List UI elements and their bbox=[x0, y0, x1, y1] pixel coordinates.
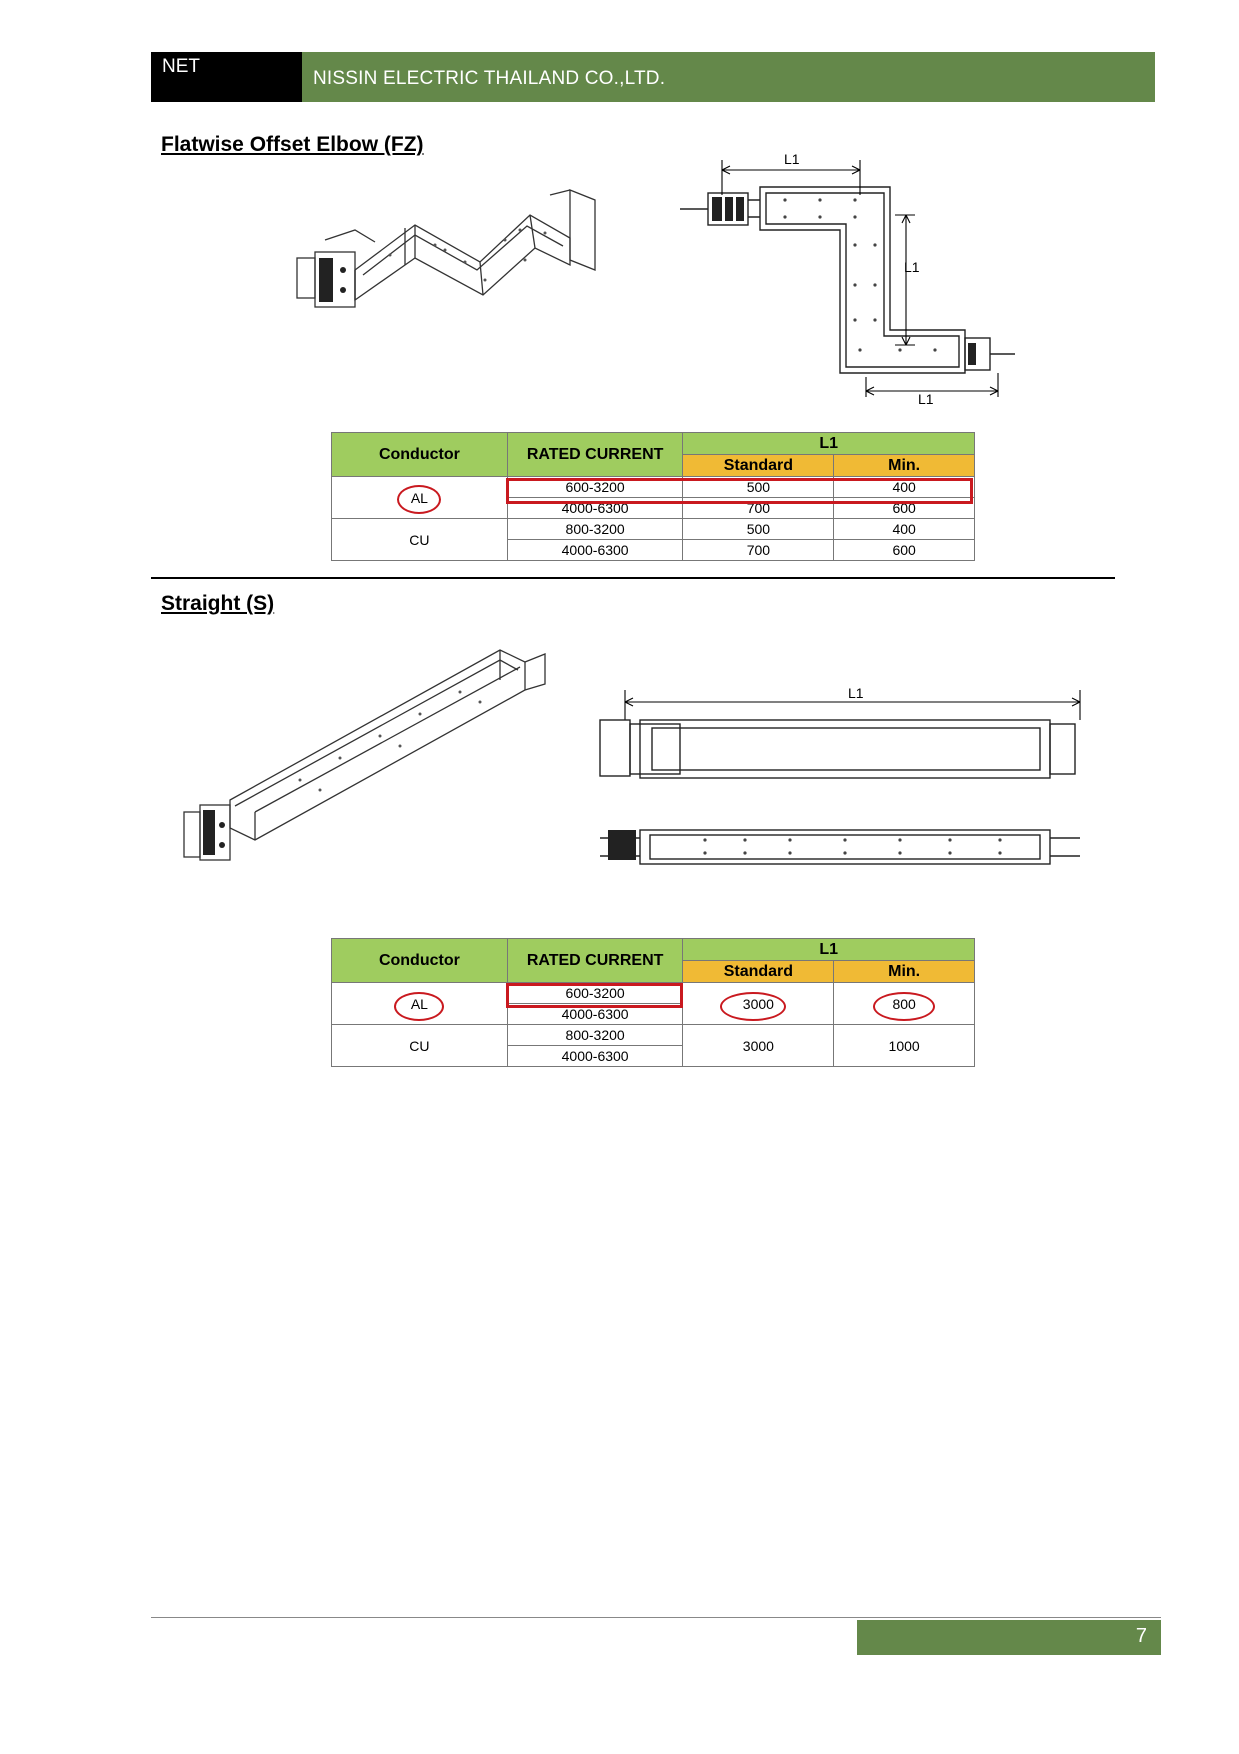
section-title-fz: Flatwise Offset Elbow (FZ) bbox=[161, 133, 424, 156]
fz-plan-drawing bbox=[680, 160, 1015, 397]
cell-rated: 4000-6300 bbox=[506, 539, 684, 561]
col-header-rated-current: RATED CURRENT bbox=[506, 432, 684, 477]
fz-dim-label-bottom: L1 bbox=[918, 391, 934, 407]
section-divider bbox=[151, 577, 1115, 579]
col-header-l1: L1 bbox=[682, 432, 975, 455]
fz-dim-label-right: L1 bbox=[904, 259, 920, 275]
cell-conductor-cu: CU bbox=[331, 518, 508, 561]
col-header-conductor: Conductor bbox=[331, 938, 508, 983]
straight-al-highlight-oval bbox=[394, 992, 444, 1021]
fz-highlight-row-box bbox=[506, 478, 973, 504]
straight-highlight-rated-box bbox=[506, 983, 683, 1008]
header-company-name: NISSIN ELECTRIC THAILAND CO.,LTD. bbox=[302, 52, 1155, 102]
header-net-label: NET bbox=[151, 52, 302, 102]
fz-al-highlight-oval bbox=[397, 485, 441, 514]
straight-dim-label: L1 bbox=[848, 685, 864, 701]
cell-standard: 3000 bbox=[682, 1024, 835, 1067]
cell-min: 400 bbox=[833, 518, 975, 540]
cell-min: 400 bbox=[833, 476, 975, 498]
col-header-min: Min. bbox=[833, 960, 975, 983]
fz-spec-table: Conductor RATED CURRENT L1 Standard Min.… bbox=[331, 432, 975, 561]
footer-line bbox=[151, 1617, 1161, 1618]
fz-dim-label-top: L1 bbox=[784, 151, 800, 167]
col-header-conductor: Conductor bbox=[331, 432, 508, 477]
col-header-rated-current: RATED CURRENT bbox=[506, 938, 684, 983]
straight-standard-highlight-oval bbox=[720, 992, 786, 1021]
straight-spec-table: Conductor RATED CURRENT L1 Standard Min.… bbox=[331, 938, 975, 1067]
cell-conductor-cu: CU bbox=[331, 1024, 508, 1067]
straight-isometric-drawing bbox=[183, 649, 546, 861]
cell-min: 600 bbox=[833, 539, 975, 561]
col-header-standard: Standard bbox=[682, 960, 835, 983]
cell-standard: 700 bbox=[682, 539, 835, 561]
page-number: 7 bbox=[857, 1620, 1161, 1655]
fz-isometric-drawing bbox=[296, 189, 596, 308]
cell-rated: 800-3200 bbox=[506, 518, 684, 540]
col-header-standard: Standard bbox=[682, 454, 835, 477]
cell-rated: 4000-6300 bbox=[506, 1045, 684, 1067]
col-header-l1: L1 bbox=[682, 938, 975, 961]
section-title-straight: Straight (S) bbox=[161, 592, 275, 615]
cell-min: 1000 bbox=[833, 1024, 975, 1067]
col-header-min: Min. bbox=[833, 454, 975, 477]
straight-min-highlight-oval bbox=[873, 992, 935, 1021]
cell-rated: 600-3200 bbox=[506, 982, 684, 1004]
cell-rated: 800-3200 bbox=[506, 1024, 684, 1046]
straight-plan-drawing bbox=[599, 690, 1081, 865]
cell-standard: 500 bbox=[682, 518, 835, 540]
